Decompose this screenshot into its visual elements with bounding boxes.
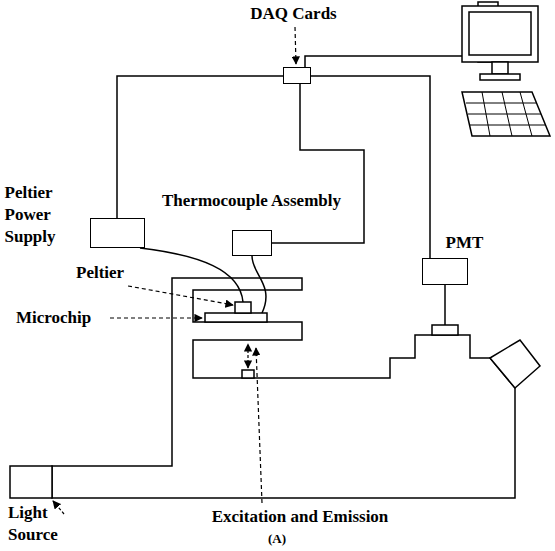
light-path-arrow [247,344,248,368]
signal-wire [311,76,430,258]
part-label: (A) [268,531,286,547]
keyboard [462,92,550,136]
signal-wire [272,84,364,243]
part-label: Excitation and Emission [212,506,389,528]
peltier-element [235,302,251,313]
leader-arrow [110,317,202,318]
computer-screen [469,12,531,55]
peltier-cable [140,248,243,302]
computer-wire [305,56,462,67]
objective [242,370,254,378]
computer-icon [462,2,550,136]
leader-arrow [53,501,64,514]
pmt-port [432,325,458,335]
computer-monitor [462,6,538,62]
pmt-cable [444,285,446,325]
keyboard-keys [466,92,545,136]
box-label: Peltier Power Supply [5,182,87,248]
instrument-box: Thermocouple Assembly [232,230,272,256]
light-source-box [10,466,52,498]
leader-arrow [295,27,296,64]
leader-arrow [256,348,262,503]
eyepiece [490,340,540,388]
instrument-box: Peltier Power Supply [90,218,145,248]
box-label: Thermocouple Assembly [162,190,341,212]
leader-arrow [128,286,233,305]
microchip [205,313,267,322]
part-label: Peltier [76,262,124,284]
instrument-box: PMT [422,258,468,285]
monitor-stand [492,62,508,74]
box-label: DAQ Cards [250,3,336,25]
monitor-base [480,74,520,80]
part-label: Microchip [16,307,91,329]
microscope-body [52,278,515,498]
box-label: PMT [446,232,484,254]
thermocouple-cable [252,256,266,313]
part-label: Light Source [8,502,78,546]
instrument-box: DAQ Cards [283,67,311,84]
